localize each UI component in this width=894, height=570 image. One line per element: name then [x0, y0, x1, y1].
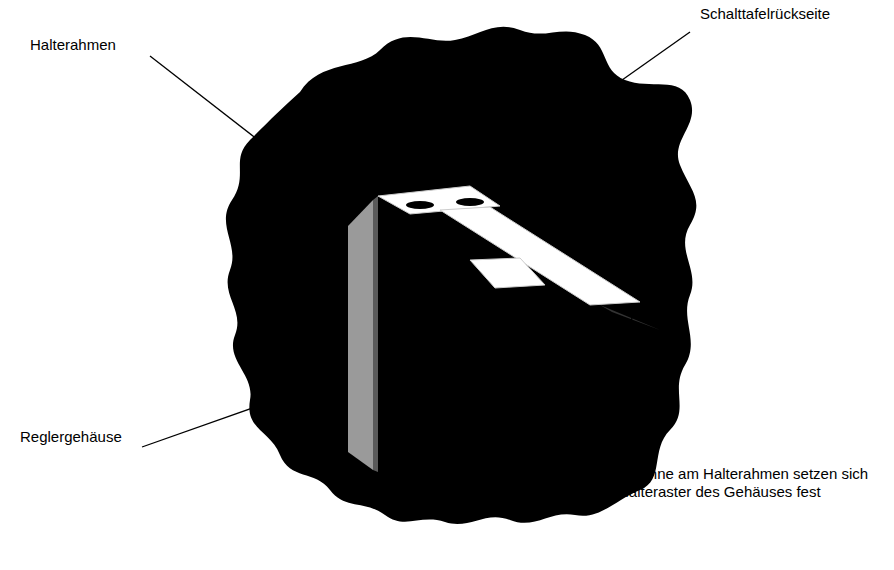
- leader-line: [596, 328, 650, 462]
- frame-slot: [456, 198, 484, 206]
- leader-lines: [142, 32, 690, 462]
- leader-line: [142, 400, 275, 447]
- leader-line: [592, 318, 632, 462]
- panel-back-blob: [226, 27, 696, 524]
- housing-edge: [373, 196, 378, 472]
- leader-line: [150, 56, 312, 182]
- part-label: Haltezähne am Halterahmen setzen sich im…: [598, 465, 873, 501]
- housing-side-face: [348, 200, 373, 470]
- leader-line: [615, 32, 690, 85]
- leader-line: [555, 345, 588, 462]
- holding-frame: [378, 186, 640, 305]
- part-label: Halterahmen: [30, 36, 116, 54]
- part-label: Schalttafelrückseite: [700, 5, 830, 23]
- frame-slot: [406, 201, 434, 209]
- part-label: Reglergehäuse: [20, 428, 122, 446]
